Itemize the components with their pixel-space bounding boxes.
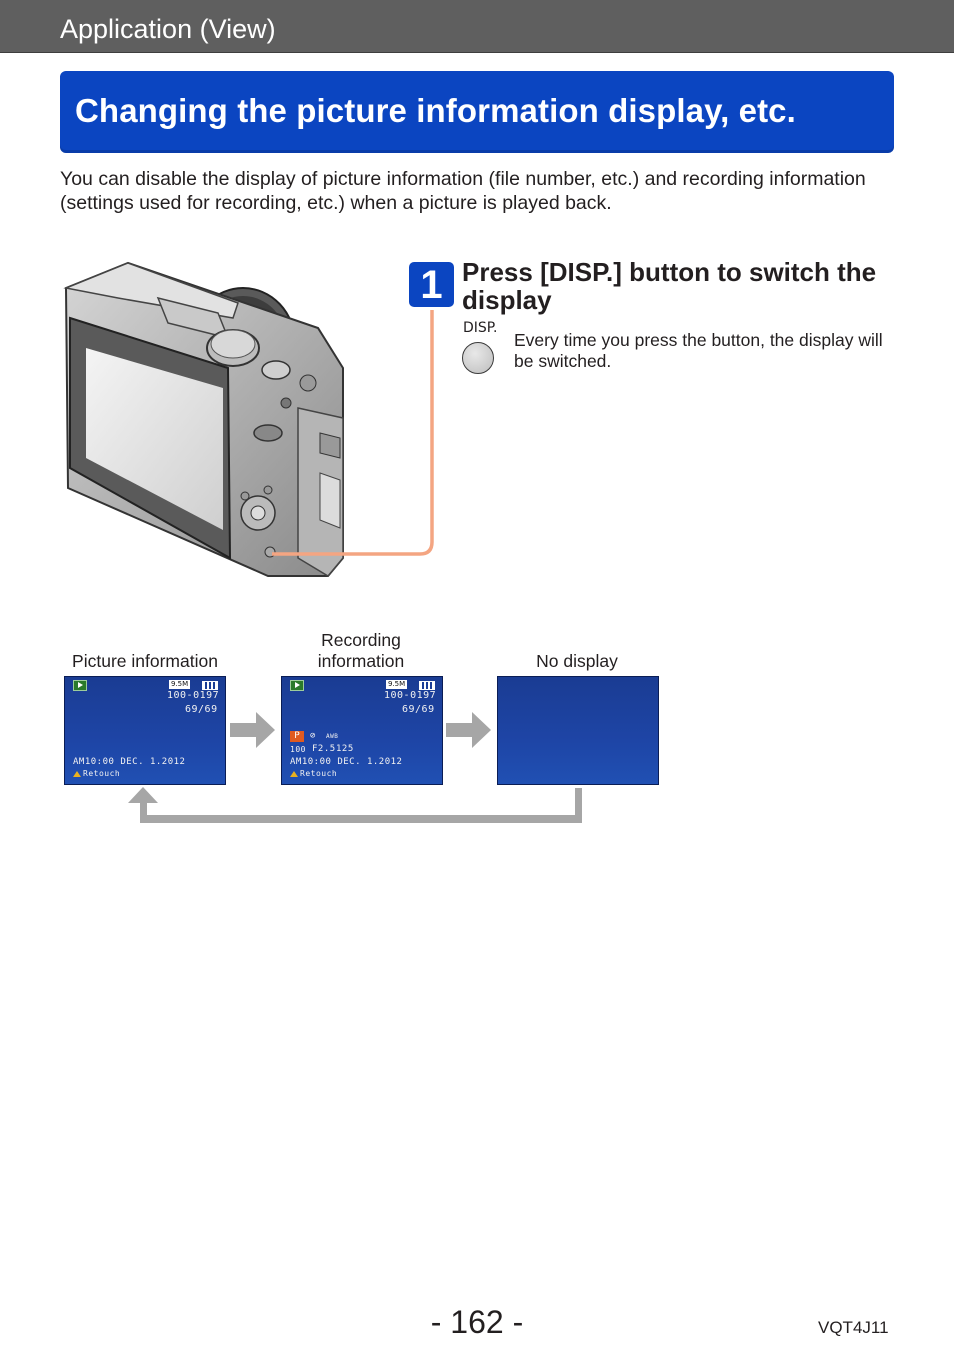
retouch-label: Retouch: [83, 769, 121, 778]
caption-recording-information: Recording information: [261, 630, 461, 672]
folder-file-number: 100-0197: [167, 690, 220, 701]
step-description: Every time you press the button, the dis…: [514, 330, 883, 371]
retouch-label: Retouch: [300, 769, 338, 778]
arrow-right-icon: [230, 712, 275, 748]
playback-icon: [290, 680, 304, 691]
recording-mode-badge: P: [290, 731, 304, 742]
page-title: Changing the picture information display…: [75, 92, 796, 129]
caption-recording-information-text: Recording information: [317, 630, 405, 671]
folder-file-number: 100-0197: [384, 690, 437, 701]
battery-icon: [419, 681, 435, 690]
screen-recording-information: 9.5M 100-0197 69/69 P ⊘ AWB 100 F2.5 125…: [281, 676, 443, 785]
screen-no-display: [497, 676, 659, 785]
intro-text: You can disable the display of picture i…: [60, 168, 866, 214]
picture-count: 69/69: [402, 704, 435, 715]
screen-picture-information: 9.5M 100-0197 69/69 AM10:00 DEC. 1.2012 …: [64, 676, 226, 785]
white-balance: AWB: [326, 733, 339, 740]
step-title: Press [DISP.] button to switch the displ…: [462, 257, 877, 315]
section-title: Application (View): [60, 14, 276, 44]
loop-back-arrow-icon: [128, 787, 582, 823]
picture-count: 69/69: [185, 704, 218, 715]
iso-value: 100: [290, 745, 306, 754]
caption-no-display: No display: [536, 651, 618, 671]
arrow-right-icon: [446, 712, 491, 748]
playback-icon: [73, 680, 87, 691]
shutter-speed: 125: [336, 744, 354, 754]
caption-picture-information: Picture information: [72, 651, 218, 671]
disp-button-label: DISP.: [463, 320, 498, 336]
page-title-banner: Changing the picture information display…: [60, 71, 894, 153]
step-number-badge: 1: [409, 262, 454, 307]
date-time: AM10:00 DEC. 1.2012: [290, 757, 403, 767]
retouch-icon: [290, 771, 298, 777]
camera-illustration: [63, 261, 344, 577]
page-number: - 162 -: [430, 1304, 524, 1340]
date-time: AM10:00 DEC. 1.2012: [73, 757, 186, 767]
battery-icon: [202, 681, 218, 690]
picture-size-badge: 9.5M: [386, 680, 408, 689]
retouch-icon: [73, 771, 81, 777]
disp-button-icon: [462, 342, 494, 374]
flash-icon: ⊘: [310, 731, 316, 741]
aperture-value: F2.5: [312, 744, 336, 754]
picture-size-badge: 9.5M: [169, 680, 191, 689]
document-code: VQT4J11: [818, 1318, 889, 1337]
callout-connector: [272, 310, 434, 556]
section-header-bar: Application (View): [0, 0, 954, 53]
